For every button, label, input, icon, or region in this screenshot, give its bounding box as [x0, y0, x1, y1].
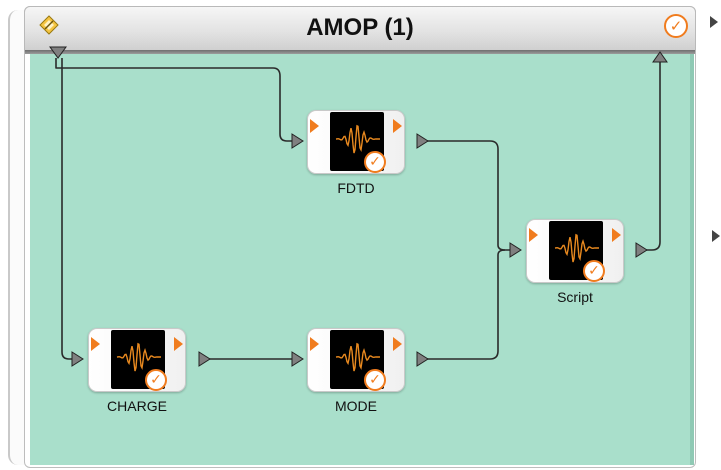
workflow-header[interactable]: [24, 6, 696, 54]
check-circle-icon: ✓: [664, 14, 688, 38]
wire-fdtd-to-script: [427, 140, 512, 251]
node-mode[interactable]: ✓: [307, 328, 405, 392]
pencil-diamond-icon[interactable]: [38, 14, 60, 36]
script-input-arrow: [509, 242, 522, 258]
waveform-icon: [116, 342, 161, 372]
waveform-icon: [335, 124, 380, 154]
wire-script-to-output: [645, 60, 661, 251]
node-label: MODE: [335, 398, 377, 414]
charge-input-arrow: [71, 351, 84, 367]
input-port-icon[interactable]: [91, 337, 100, 351]
left-panel-edge: [8, 10, 24, 465]
node-script[interactable]: ✓: [526, 219, 624, 283]
fdtd-input-arrow: [291, 133, 304, 149]
left-panel-strip: [0, 0, 24, 470]
output-port-icon[interactable]: [174, 337, 183, 351]
canvas-border: [690, 54, 694, 465]
input-port-icon[interactable]: [529, 228, 538, 242]
header-underline: [25, 50, 695, 54]
node-label: Script: [557, 289, 593, 305]
check-circle-icon: ✓: [145, 369, 167, 391]
workflow-title: AMOP (1): [306, 14, 414, 41]
wire-input-to-charge: [61, 58, 72, 360]
check-circle-icon: ✓: [583, 260, 605, 282]
expand-right-icon[interactable]: [711, 228, 721, 244]
node-label: FDTD: [337, 180, 375, 196]
mode-input-arrow: [291, 351, 304, 367]
input-port-icon[interactable]: [310, 119, 319, 133]
output-port-icon[interactable]: [393, 337, 402, 351]
output-port-icon[interactable]: [393, 119, 402, 133]
waveform-icon: [335, 342, 380, 372]
fdtd-output-arrow: [416, 133, 429, 149]
check-circle-icon: ✓: [364, 151, 386, 173]
check-circle-icon: ✓: [364, 369, 386, 391]
node-label: CHARGE: [107, 398, 167, 414]
wire-mode-to-script: [427, 249, 506, 360]
output-port-icon[interactable]: [612, 228, 621, 242]
mode-output-arrow: [416, 351, 429, 367]
input-port-icon[interactable]: [310, 337, 319, 351]
workflow-output-port: [652, 51, 668, 63]
wire-input-to-fdtd: [55, 58, 297, 142]
waveform-icon: [554, 233, 599, 263]
charge-output-arrow: [198, 351, 211, 367]
workflow-input-port: [49, 46, 67, 59]
node-charge[interactable]: ✓: [88, 328, 186, 392]
script-output-arrow: [635, 242, 648, 258]
node-fdtd[interactable]: ✓: [307, 110, 405, 174]
expand-right-icon[interactable]: [709, 14, 719, 30]
